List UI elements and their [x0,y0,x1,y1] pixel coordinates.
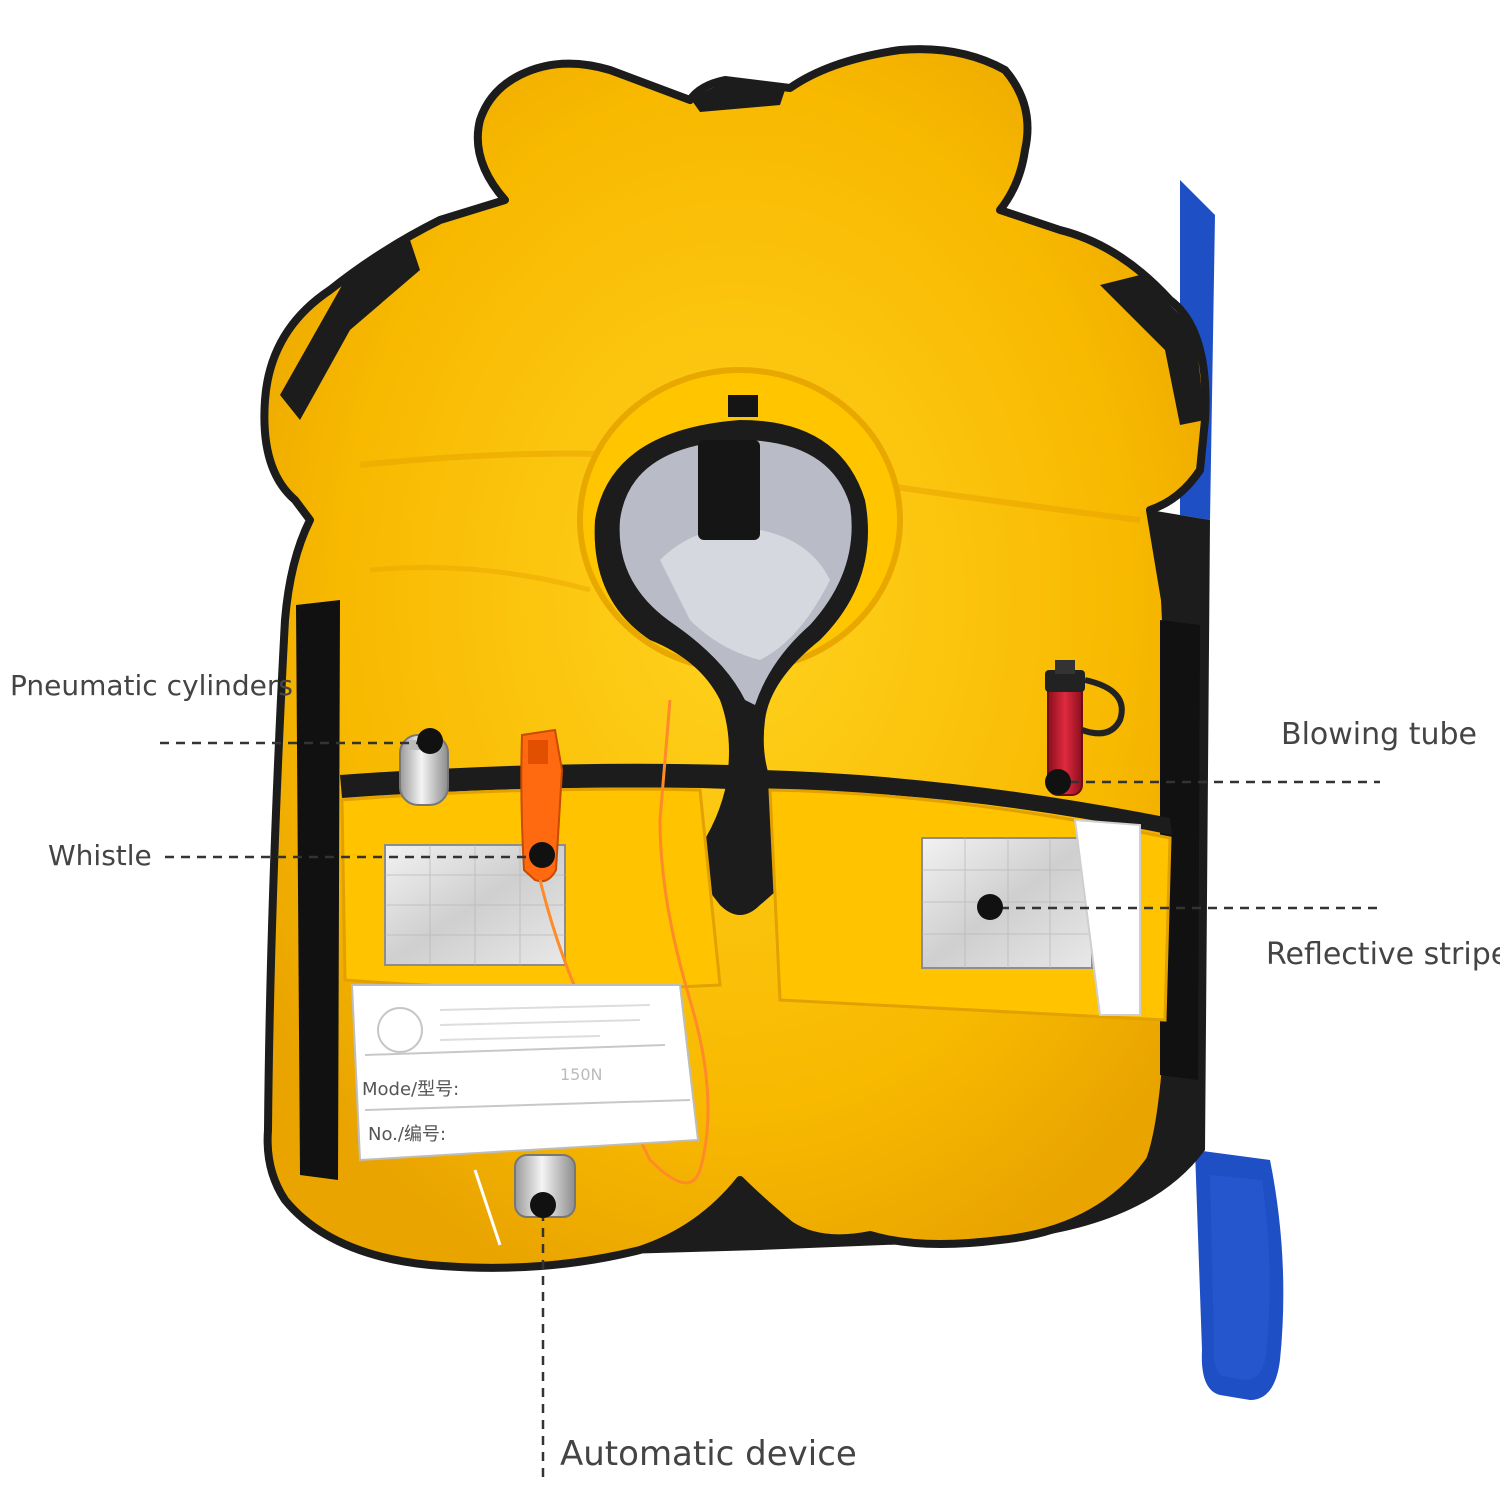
callout-whistle-line [165,842,555,868]
callout-reflective-stripe-line [977,894,1380,920]
label-whistle: Whistle [48,839,152,872]
inner-strap [698,440,760,540]
label-reflective-stripe: Reflective stripe [1266,937,1500,972]
left-side-strap [296,600,340,1180]
label-automatic-device: Automatic device [560,1434,857,1474]
label-pneumatic-cylinders: Pneumatic cylinders [10,669,293,702]
instruction-tag: Mode/型号: 150N No./编号: [350,984,700,1162]
blowing-tube [1045,660,1125,796]
top-strap [690,82,785,112]
right-shoulder-strap [1100,275,1205,425]
right-side-strap [1160,620,1200,1080]
whistle [520,728,564,883]
label-blowing-tube: Blowing tube [1281,717,1478,752]
left-shoulder-strap [280,240,420,420]
callout-blowing-tube-line [1045,769,1380,795]
tag-model-value: 150N [560,1065,603,1084]
tag-model-label: Mode/型号: [362,1079,459,1100]
tag-number-label: No./编号: [368,1124,446,1145]
automatic-device [473,1154,576,1246]
callout-pneumatic-line [160,728,443,754]
right-reflective-stripe [921,837,1093,969]
callout-automatic-device-line [530,1192,556,1480]
